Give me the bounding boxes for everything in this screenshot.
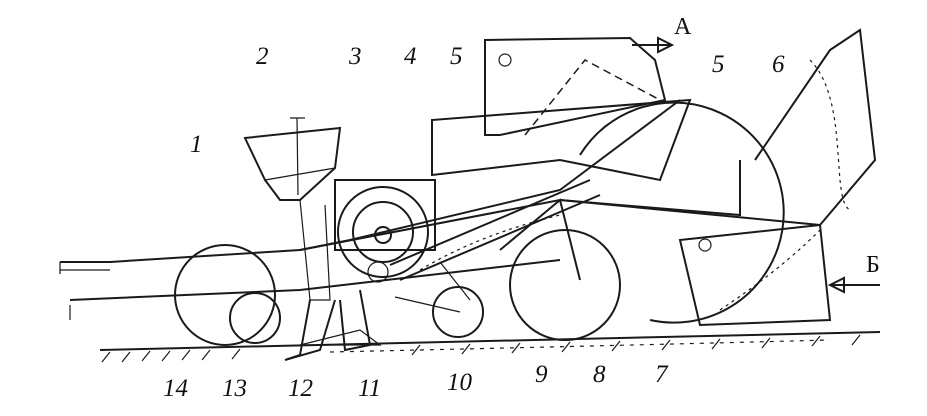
wheels bbox=[174, 229, 621, 346]
label-6: 6 bbox=[772, 51, 785, 78]
label-7: 7 bbox=[655, 361, 669, 388]
label-9: 9 bbox=[535, 361, 548, 388]
hood bbox=[431, 36, 692, 182]
conveyor bbox=[389, 179, 601, 281]
flow-marker-b: Б bbox=[866, 252, 880, 278]
picking-drum bbox=[334, 179, 436, 283]
part-labels: 1 2 3 4 5 5 6 7 8 9 10 11 12 13 14 А Б bbox=[163, 14, 880, 402]
frame bbox=[59, 99, 821, 320]
label-5a: 5 bbox=[450, 43, 463, 70]
label-12: 12 bbox=[288, 375, 313, 402]
label-5b: 5 bbox=[712, 51, 725, 78]
label-4: 4 bbox=[404, 43, 417, 70]
label-1: 1 bbox=[190, 131, 203, 158]
label-10: 10 bbox=[447, 369, 473, 396]
opener bbox=[284, 289, 382, 361]
label-2: 2 bbox=[256, 43, 269, 70]
separator-wheel bbox=[559, 101, 785, 324]
flow-marker-a: А bbox=[674, 14, 692, 40]
label-3: 3 bbox=[348, 43, 362, 70]
label-8: 8 bbox=[593, 361, 606, 388]
label-14: 14 bbox=[163, 375, 188, 402]
label-11: 11 bbox=[358, 375, 381, 402]
seed-hopper bbox=[243, 117, 342, 301]
ground-line bbox=[99, 331, 881, 363]
label-13: 13 bbox=[222, 375, 247, 402]
tuber-bin bbox=[678, 28, 880, 327]
